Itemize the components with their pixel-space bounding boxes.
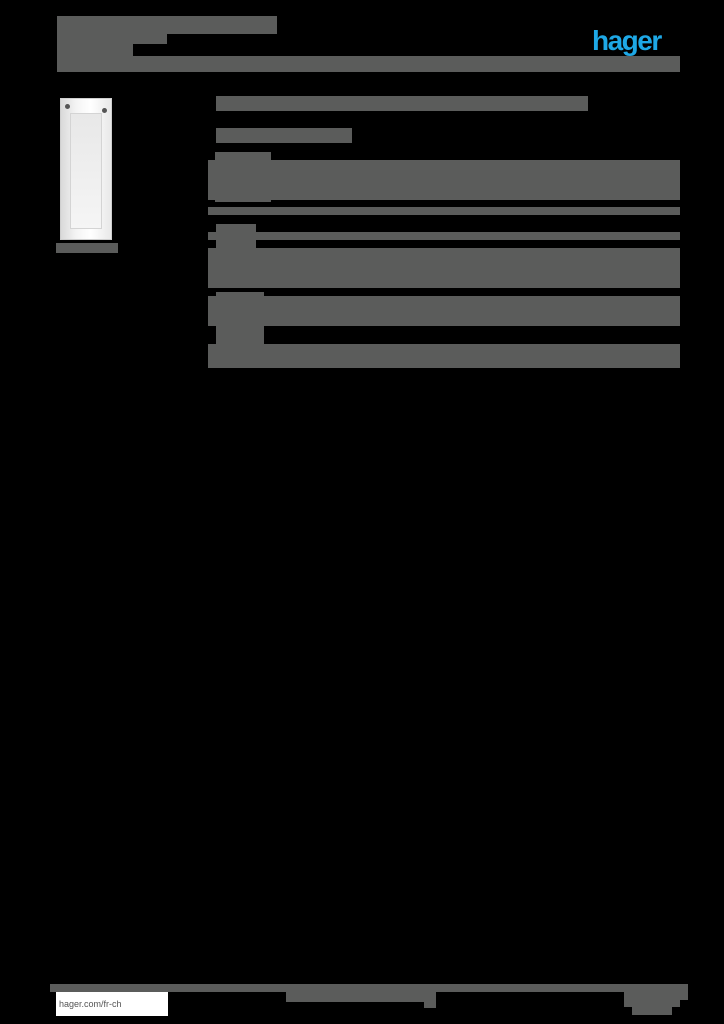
product-subheading: [216, 128, 352, 143]
footer-center-text: [286, 991, 436, 1002]
section-1-footer-line: [208, 207, 680, 215]
header-title-line-2: [57, 34, 167, 44]
header-rule: [57, 56, 680, 72]
footer-center-tail: [424, 1000, 436, 1008]
screw-icon: [102, 108, 107, 113]
section-3-body: [208, 296, 680, 326]
footer-url[interactable]: hager.com/fr-ch: [56, 992, 168, 1016]
door-glass-pane: [70, 113, 102, 229]
screw-icon: [65, 104, 70, 109]
product-image: [60, 98, 112, 240]
footer-page-info-2: [632, 1007, 672, 1015]
section-1-body: [208, 160, 680, 200]
section-2-line-top: [208, 232, 680, 240]
section-4-body: [208, 344, 680, 368]
footer-page-info: [624, 991, 680, 1007]
header-subtitle-block: [57, 44, 133, 58]
product-heading: [216, 96, 588, 111]
section-2-body: [208, 248, 680, 288]
product-image-caption: [56, 243, 118, 253]
brand-logo: hager: [592, 25, 662, 56]
header-title-block: [57, 16, 277, 34]
footer-rule: [50, 984, 688, 992]
